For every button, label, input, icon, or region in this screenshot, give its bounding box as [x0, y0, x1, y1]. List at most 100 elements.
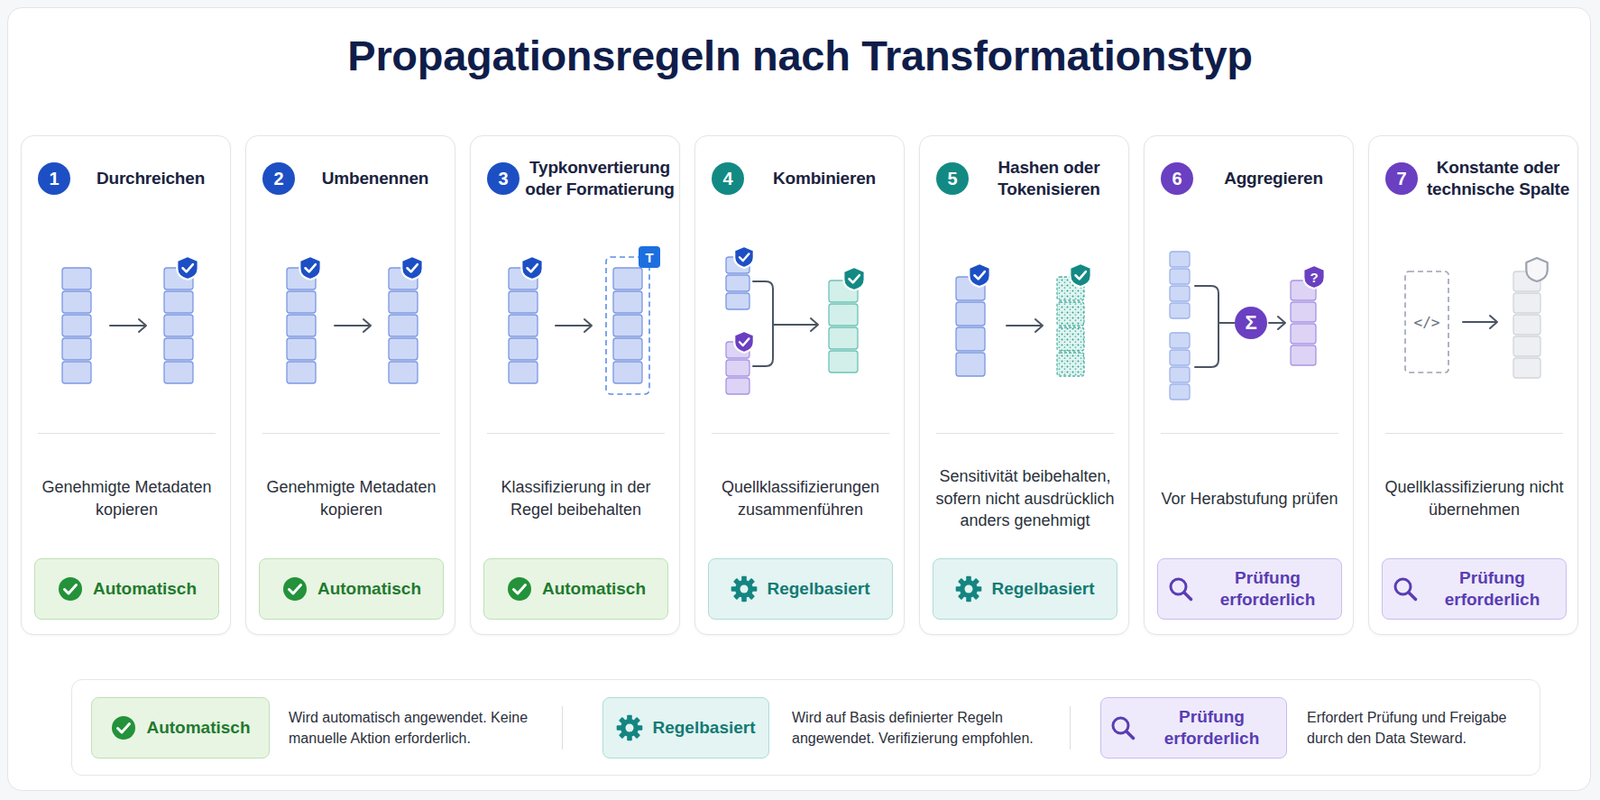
graphic-part: [118, 724, 130, 734]
card-description: Quellklassifizierungen zusammenführen: [704, 448, 897, 550]
badge-icon: [955, 575, 983, 603]
graphic-part: [1513, 358, 1541, 378]
graphic-part: [606, 257, 650, 395]
graphic-part: [965, 585, 974, 594]
graphic-part: [1290, 323, 1316, 344]
card-divider: [1160, 432, 1339, 434]
card-description: Klassifizierung in der Regel beibehalten: [479, 448, 672, 550]
graphic-part: [507, 577, 532, 601]
graphic-part: [64, 585, 76, 595]
graphic-part: [164, 361, 194, 384]
badge-text: Automatisch: [92, 578, 197, 600]
step-number-text: 2: [273, 168, 284, 190]
graphic-part: [283, 577, 307, 601]
graphic-part: [1234, 306, 1268, 340]
rule-card: Hashen oder TokenisierenSensitivität bei…: [919, 135, 1130, 635]
graphic-part: [726, 377, 750, 395]
graphic-part: [299, 256, 321, 280]
graphic-part: [620, 718, 639, 737]
step-number-text: 5: [947, 168, 957, 190]
badge-text: Prüfung erforderlich: [1145, 706, 1279, 750]
card-divider: [936, 432, 1114, 434]
graphic-part: [1169, 285, 1190, 302]
graphic-part: [613, 314, 643, 337]
graphic-part: [1006, 319, 1043, 332]
graphic-part: [56, 575, 84, 603]
rule-card: Typkonvertierung oder FormatierungKlassi…: [469, 135, 681, 635]
status-badge: Automatisch: [483, 558, 669, 620]
badge-icon: [1109, 714, 1137, 742]
step-number: 3: [487, 162, 520, 195]
badge-text: Prüfung erforderlich: [1427, 567, 1557, 611]
card-divider: [37, 432, 216, 434]
graphic-part: [1184, 592, 1192, 600]
badge-text: Regelbasiert: [991, 578, 1095, 600]
rule-card: Konstante oder technische SpalteQuellkla…: [1368, 135, 1579, 635]
card-heading: Hashen oder Tokenisieren: [972, 148, 1126, 209]
graphic-part: [956, 327, 985, 351]
graphic-part: [734, 246, 755, 268]
legend-text: Erfordert Prüfung und Freigabe durch den…: [1306, 691, 1524, 764]
graphic-part: [183, 264, 194, 272]
graphic-part: [740, 585, 749, 594]
badge-text: Automatisch: [146, 717, 250, 739]
graphic-part: [959, 579, 978, 598]
step-number-text: 4: [722, 168, 733, 190]
card-description: Vor Herabstufung prüfen: [1153, 448, 1346, 550]
card-description: Genehmigte Metadaten kopieren: [30, 448, 223, 550]
status-badge: Automatisch: [34, 558, 220, 620]
transformation-illustration: [695, 235, 906, 425]
graphic-part: [110, 319, 147, 332]
card-heading: Typkonvertierung oder Formatierung: [523, 148, 677, 209]
legend-text: Wird automatisch angewendet. Keine manue…: [288, 691, 534, 764]
graphic-part: [1169, 384, 1190, 400]
graphic-part: [521, 256, 543, 280]
illustration-label: T: [638, 246, 661, 268]
badge-icon: [110, 714, 138, 742]
graphic-part: [956, 302, 985, 326]
graphic-part: [164, 338, 194, 360]
graphic-part: [625, 724, 635, 733]
step-number: 1: [37, 162, 71, 195]
graphic-part: [508, 291, 538, 313]
graphic-part: [508, 338, 538, 360]
card-divider: [487, 432, 665, 434]
graphic-part: [281, 575, 309, 603]
step-number-text: 7: [1396, 168, 1407, 190]
graphic-part: [1169, 251, 1190, 267]
rule-card: UmbenennenGenehmigte Metadaten kopieren2…: [245, 135, 456, 635]
graphic-part: [305, 264, 316, 272]
graphic-part: [955, 575, 983, 603]
graphic-part: [110, 714, 138, 742]
graphic-part: [286, 338, 316, 360]
card-description: Quellklassifizierung nicht übernehmen: [1378, 448, 1571, 550]
graphic-part: [388, 291, 418, 313]
graphic-part: [58, 577, 83, 601]
status-badge: Regelbasiert: [932, 558, 1118, 620]
badge-text: Regelbasiert: [652, 717, 755, 739]
graphic-part: [286, 361, 316, 384]
graphic-part: [1195, 285, 1235, 368]
card-heading: Umbenennen: [298, 148, 452, 209]
graphic-part: [1075, 271, 1086, 279]
illustration-label: </>: [1405, 308, 1449, 336]
graphic-part: [739, 253, 749, 261]
graphic-part: [1462, 315, 1498, 329]
step-number: 2: [262, 162, 295, 195]
graphic-part: [1069, 263, 1091, 287]
status-badge: Prüfung erforderlich: [1381, 558, 1567, 620]
rule-card: AggregierenVor Herabstufung prüfen6Prüfu…: [1143, 135, 1354, 635]
graphic-part: [734, 331, 755, 353]
graphic-part: [730, 575, 758, 603]
graphic-part: [613, 267, 643, 290]
card-divider: [711, 432, 890, 434]
graphic-part: [1290, 345, 1316, 366]
status-badge: Prüfung erforderlich: [1157, 558, 1343, 620]
illustration-label: Σ: [1234, 306, 1268, 340]
graphic-part: [1290, 302, 1316, 322]
graphic-part: [1169, 303, 1190, 319]
graphic-part: [1169, 332, 1190, 349]
graphic-part: [388, 314, 418, 337]
legend-badge: Automatisch: [91, 697, 270, 759]
